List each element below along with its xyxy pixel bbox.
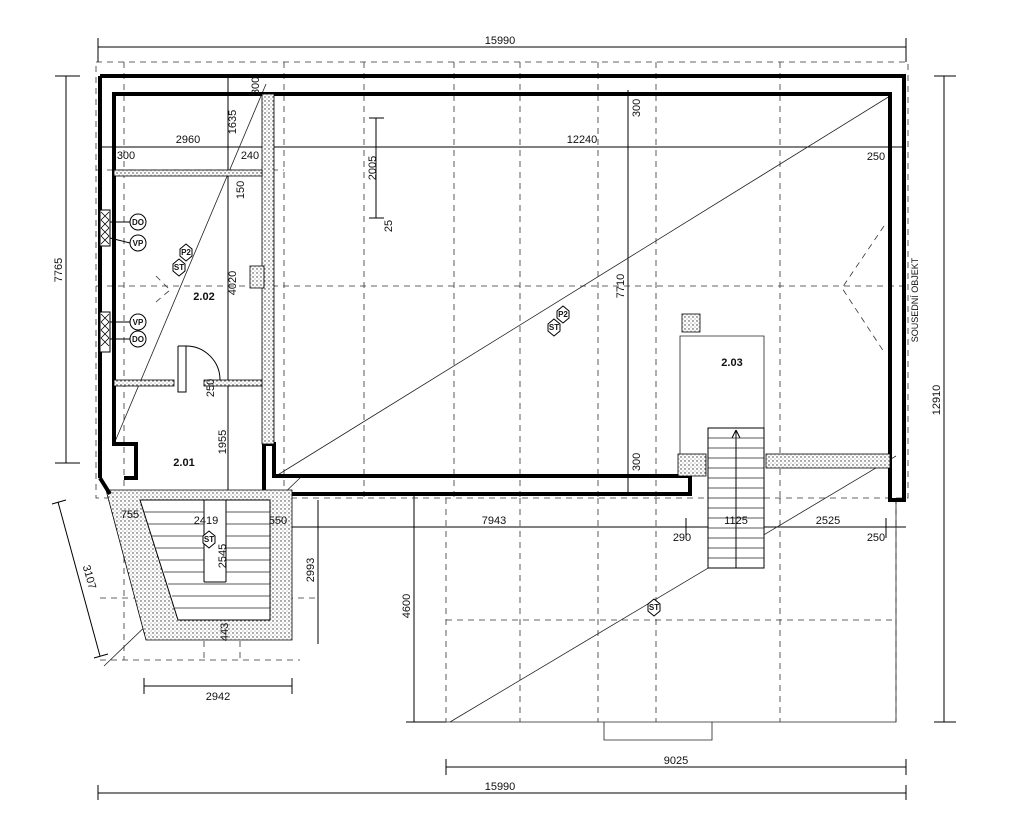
dim-top-total: 15990 [485, 35, 516, 47]
symbol-st-center: ST [547, 318, 561, 337]
svg-text:755: 755 [121, 509, 139, 521]
room-2-01: 2.01 [173, 457, 194, 469]
svg-text:2942: 2942 [206, 691, 230, 703]
svg-text:DO: DO [132, 218, 144, 227]
svg-text:1635: 1635 [227, 110, 239, 134]
svg-text:550: 550 [269, 515, 287, 527]
room-2-03: 2.03 [721, 357, 742, 369]
symbol-vp-2: VP [110, 313, 147, 331]
dim-left-height: 7765 [53, 258, 65, 282]
svg-text:2960: 2960 [176, 134, 200, 146]
svg-text:P2: P2 [558, 310, 568, 319]
svg-text:2525: 2525 [816, 515, 840, 527]
symbol-p2-left: P2 [179, 243, 193, 262]
dim-right-height: 12910 [931, 385, 943, 416]
room-2-02: 2.02 [193, 291, 214, 303]
svg-text:DO: DO [132, 335, 144, 344]
dimension-lines [51, 38, 956, 800]
svg-text:2005: 2005 [367, 156, 379, 180]
svg-text:ST: ST [174, 263, 184, 272]
svg-text:3107: 3107 [80, 564, 98, 591]
symbol-do-2: DO [110, 330, 147, 348]
svg-text:7943: 7943 [482, 515, 506, 527]
svg-text:240: 240 [241, 150, 259, 162]
svg-text:ST: ST [204, 535, 214, 544]
stair-left [98, 476, 293, 641]
svg-text:250: 250 [867, 151, 885, 163]
svg-text:ST: ST [649, 603, 659, 612]
svg-text:300: 300 [117, 150, 135, 162]
dimension-texts: 15990 15990 9025 7765 12910 2960 12240 3… [53, 35, 943, 793]
svg-text:7710: 7710 [615, 274, 627, 298]
svg-text:300: 300 [631, 99, 643, 117]
svg-text:2993: 2993 [305, 558, 317, 582]
svg-text:25: 25 [383, 220, 395, 232]
symbol-st-lower: ST [647, 598, 661, 617]
neighbor-building-label: SOUSEDNÍ OBJEKT [910, 257, 920, 342]
symbol-st-left: ST [172, 258, 186, 277]
svg-text:2419: 2419 [194, 515, 218, 527]
svg-text:250: 250 [867, 532, 885, 544]
symbol-vp-1: VP [109, 234, 147, 252]
svg-text:443: 443 [219, 623, 231, 641]
svg-text:250: 250 [205, 379, 217, 397]
symbols: DO VP VP DO P2 ST P2 [109, 213, 661, 617]
stair-right [707, 427, 765, 569]
svg-text:300: 300 [631, 453, 643, 471]
svg-text:300: 300 [250, 77, 262, 95]
svg-text:1125: 1125 [724, 515, 748, 527]
svg-text:290: 290 [673, 532, 691, 544]
svg-text:150: 150 [235, 181, 247, 199]
svg-text:4020: 4020 [227, 271, 239, 295]
svg-text:1955: 1955 [217, 430, 229, 454]
lower-outline [446, 498, 897, 741]
svg-text:4600: 4600 [401, 594, 413, 618]
symbol-st-stair: ST [202, 530, 216, 549]
room-labels: 2.01 2.02 2.03 SOUSEDNÍ OBJEKT [173, 257, 920, 469]
svg-text:P2: P2 [181, 248, 191, 257]
svg-text:ST: ST [549, 323, 559, 332]
symbol-p2-center: P2 [556, 305, 570, 324]
svg-text:12240: 12240 [567, 134, 598, 146]
svg-text:VP: VP [133, 318, 144, 327]
symbol-do-1: DO [110, 213, 147, 231]
svg-text:VP: VP [133, 239, 144, 248]
dim-bottom-total: 15990 [485, 781, 516, 793]
dim-bottom-part: 9025 [664, 755, 688, 767]
svg-text:2545: 2545 [217, 544, 229, 568]
